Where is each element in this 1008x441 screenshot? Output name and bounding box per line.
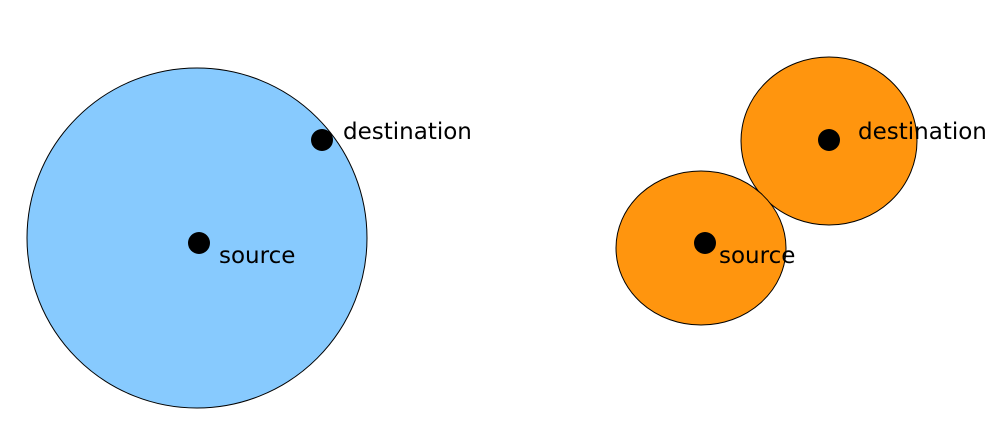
- source-node: [188, 232, 210, 254]
- left-panel: source destination: [26, 67, 472, 409]
- destination-label: destination: [858, 119, 987, 145]
- destination-node: [818, 129, 840, 151]
- destination-node: [311, 129, 333, 151]
- source-node: [694, 232, 716, 254]
- source-label: source: [719, 243, 795, 269]
- right-panel: source destination: [615, 56, 987, 326]
- destination-label: destination: [343, 119, 472, 145]
- source-label: source: [219, 243, 295, 269]
